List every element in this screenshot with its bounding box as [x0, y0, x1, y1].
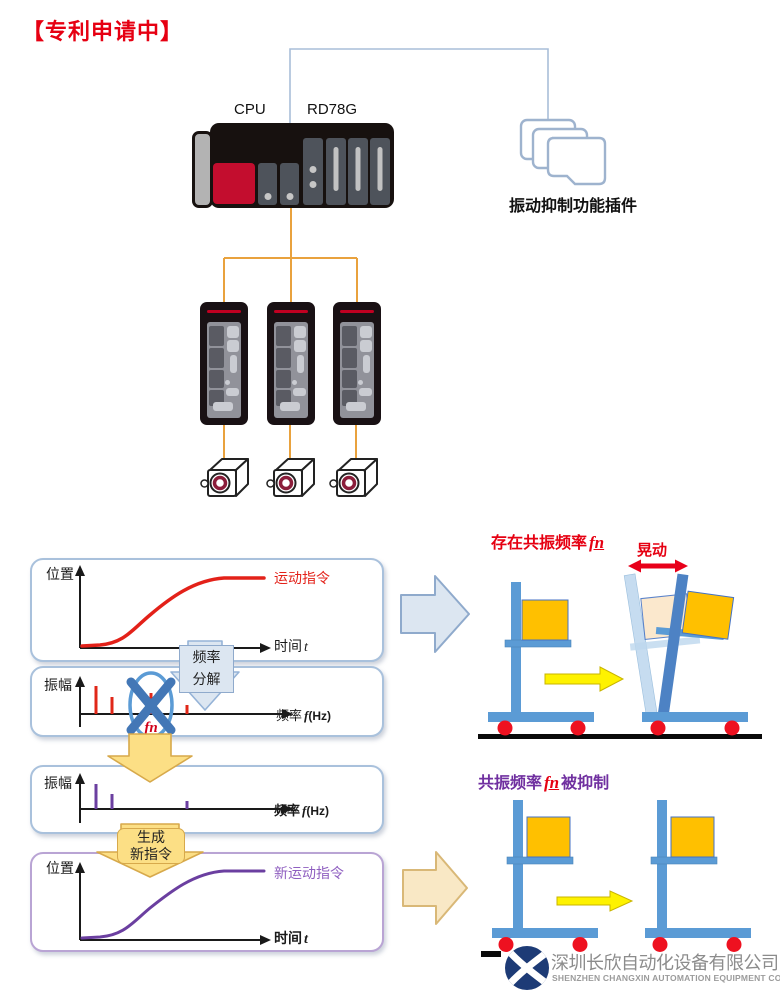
io-module	[280, 163, 299, 205]
servo-drive	[200, 302, 248, 425]
move-arrow	[556, 890, 634, 912]
motion-command-curve	[80, 576, 266, 648]
ground-fragment	[481, 951, 501, 957]
company-name-en: SHENZHEN CHANGXIN AUTOMATION EQUIPMENT C…	[552, 973, 780, 983]
cart-scene-stable	[481, 800, 751, 957]
cargo-box	[670, 816, 715, 858]
wheel	[724, 720, 740, 736]
motor-icon	[199, 457, 250, 498]
patent-pending-label: 【专利申请中】	[22, 19, 184, 44]
motor-icon	[265, 457, 316, 498]
cargo-box	[526, 816, 571, 858]
wheel	[497, 720, 513, 736]
plugin-label: 振动抑制功能插件	[508, 198, 637, 215]
servo-drive	[333, 302, 381, 425]
network-module	[303, 138, 323, 205]
wheel	[652, 937, 668, 952]
company-logo-icon	[505, 946, 549, 990]
generate-command-label: 生成 新指令	[117, 828, 185, 864]
wheel	[726, 937, 742, 952]
wheel	[498, 937, 514, 952]
big-arrow-top	[400, 575, 470, 653]
cart-stable	[645, 800, 751, 952]
chart-axes-bars	[75, 773, 293, 823]
rd78g-label: RD78G	[307, 101, 358, 118]
big-arrow-bottom	[402, 851, 468, 925]
cart-stable	[492, 800, 598, 952]
spectrum-bars	[94, 784, 189, 809]
chart-axes-curve	[75, 862, 271, 945]
y-axis-label: 振幅	[44, 775, 72, 791]
servo-wires	[223, 207, 358, 462]
plugin-cards-icon	[519, 118, 607, 186]
cart-scene-shaking	[478, 559, 762, 739]
motion-module	[370, 138, 390, 205]
rack-body	[210, 123, 394, 208]
company-name-cn: 深圳长欣自动化设备有限公司	[551, 953, 779, 973]
cpu-label: CPU	[234, 101, 266, 118]
wheel	[650, 720, 666, 736]
wheel	[572, 937, 588, 952]
motion-module	[348, 138, 368, 205]
connection-wires	[223, 48, 549, 462]
freq-decomposition-label: 频率 分解	[179, 645, 234, 693]
yellow-down-arrow	[107, 733, 193, 783]
y-axis-label: 位置	[46, 566, 74, 582]
cargo-box	[521, 599, 569, 641]
cargo-box	[681, 590, 735, 640]
wheel	[570, 720, 586, 736]
new-motion-command-curve	[80, 869, 266, 940]
motion-module	[326, 138, 346, 205]
move-arrow	[544, 666, 625, 692]
cart-stable	[488, 582, 594, 736]
y-axis-label: 振幅	[44, 677, 72, 693]
servo-drive	[267, 302, 315, 425]
motor-icon	[328, 457, 379, 498]
plugin-wire	[289, 48, 549, 123]
cross-icon	[126, 677, 176, 735]
fn-label: fn	[144, 720, 157, 736]
shake-double-arrow	[628, 559, 688, 573]
cpu-module	[213, 163, 255, 204]
plc-rack	[192, 120, 394, 208]
cart-shaking	[623, 573, 748, 736]
ground-line	[478, 734, 762, 739]
io-module	[258, 163, 277, 205]
curve-legend: 运动指令	[274, 570, 330, 586]
y-axis-label: 位置	[46, 860, 74, 876]
shake-label: 晃动	[637, 542, 668, 559]
curve-legend: 新运动指令	[274, 865, 344, 881]
